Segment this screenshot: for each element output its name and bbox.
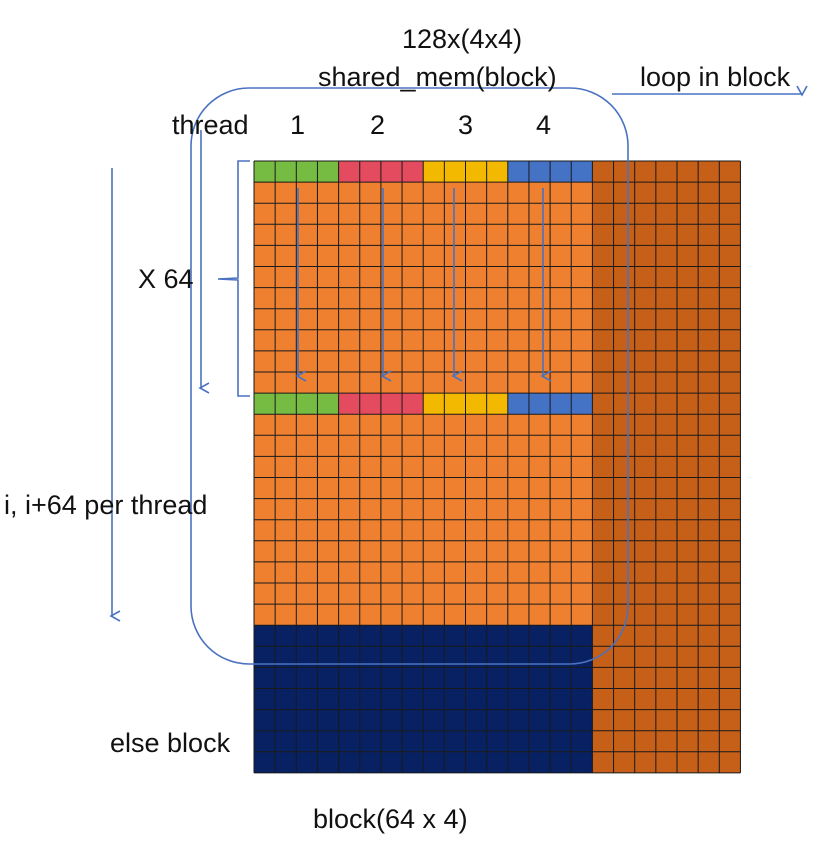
memory-grid	[253, 160, 741, 774]
thread-1-cell	[275, 393, 297, 415]
thread-label: thread	[172, 110, 249, 140]
thread-2-cell	[380, 161, 403, 183]
thread-id-1: 1	[290, 110, 306, 140]
thread-3-cell	[423, 161, 445, 183]
loop-in-block-label: loop in block	[640, 62, 791, 92]
thread-4-cell	[550, 161, 572, 183]
thread-1-cell	[317, 393, 339, 415]
thread-3-cell	[465, 393, 487, 415]
thread-1-cell	[275, 161, 297, 183]
shared-mem-outline	[190, 87, 629, 665]
thread-4-cell	[528, 161, 551, 183]
thread-1-cell	[254, 393, 276, 415]
thread-2-cell	[380, 393, 403, 415]
top-dims-label: 128x(4x4)	[402, 24, 523, 54]
thread-2-cell	[359, 161, 381, 183]
thread-id-4: 4	[536, 110, 552, 140]
else-block-label: else block	[110, 728, 231, 758]
thread-4-cell	[507, 161, 529, 183]
thread-4-cell	[571, 393, 593, 415]
thread-4-cell	[550, 393, 572, 415]
annotation-overlay	[109, 85, 808, 665]
thread-2-cell	[402, 161, 424, 183]
thread-3-cell	[465, 161, 487, 183]
thread-4-cell	[528, 393, 551, 415]
thread-3-cell	[444, 393, 466, 415]
thread-3-cell	[486, 393, 508, 415]
thread-4-cell	[507, 393, 529, 415]
x64-bracket	[217, 160, 250, 397]
thread-2-cell	[402, 393, 424, 415]
thread-4-cell	[571, 161, 593, 183]
thread-3-cell	[486, 161, 508, 183]
thread-1-cell	[296, 161, 318, 183]
thread-3-cell	[444, 161, 466, 183]
thread-1-cell	[296, 393, 318, 415]
thread-3-cell	[423, 393, 445, 415]
next-block-region	[592, 161, 741, 773]
thread-id-3: 3	[458, 110, 474, 140]
thread-1-cell	[254, 161, 276, 183]
shared-mem-label: shared_mem(block)	[318, 62, 557, 92]
thread-2-cell	[338, 393, 360, 415]
per-thread-label: i, i+64 per thread	[4, 490, 208, 520]
times-64-label: X 64	[138, 264, 194, 294]
thread-1-cell	[317, 161, 339, 183]
thread-id-2: 2	[370, 110, 386, 140]
block-dims-label: block(64 x 4)	[313, 804, 468, 834]
thread-2-cell	[338, 161, 360, 183]
thread-2-cell	[359, 393, 381, 415]
